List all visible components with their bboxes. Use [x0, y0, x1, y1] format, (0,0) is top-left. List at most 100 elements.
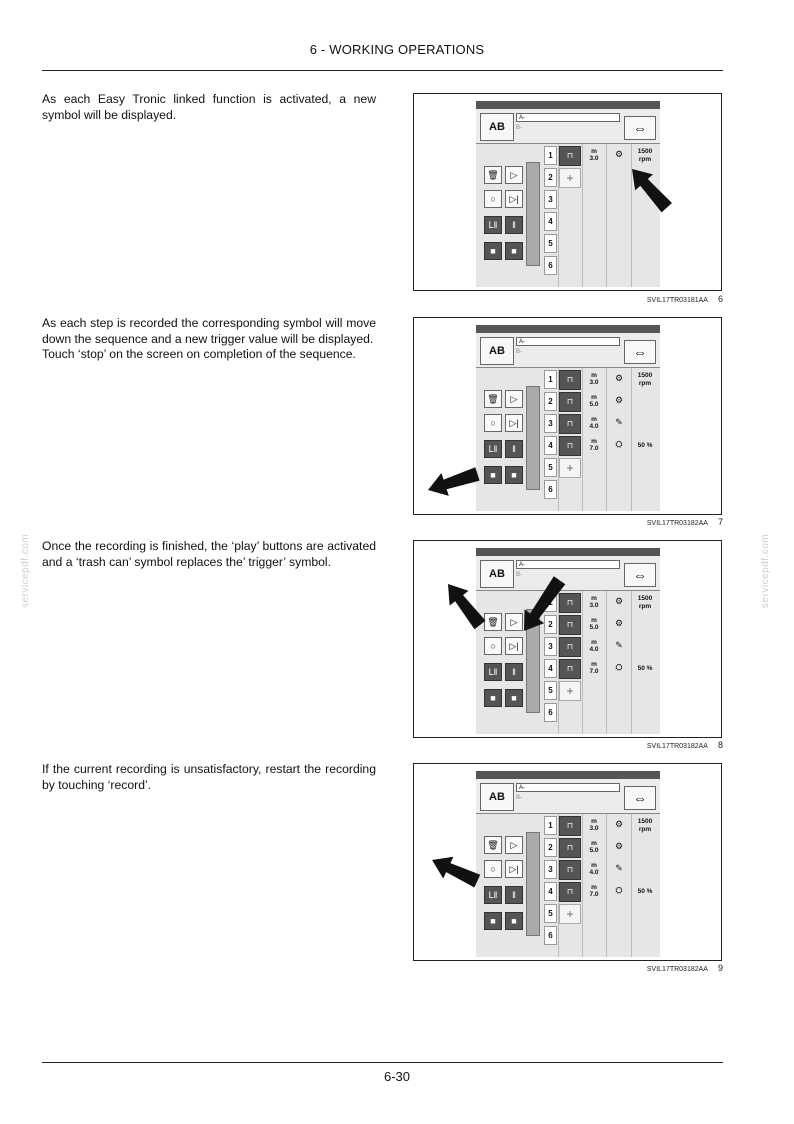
sequence-a-field[interactable]: A- — [516, 560, 620, 569]
sequence-a-field[interactable]: A- — [516, 113, 620, 122]
step-function-cell[interactable]: ⊓ — [559, 146, 581, 166]
hitch-button[interactable]: L‖ — [484, 886, 502, 904]
switch-sequence-button[interactable]: ⇔ — [624, 563, 656, 587]
step_play-button[interactable]: ▷| — [505, 637, 523, 655]
ab-sequence-button[interactable]: AB — [480, 560, 514, 588]
pause-button[interactable]: ‖ — [505, 440, 523, 458]
screen-title-bar — [476, 771, 660, 779]
hitch-button[interactable]: L‖ — [484, 440, 502, 458]
trash-button[interactable]: 🗑 — [484, 613, 502, 631]
rpm-unit: rpm — [638, 156, 652, 163]
pause-button[interactable]: ‖ — [505, 216, 523, 234]
step_play-button[interactable]: ▷| — [505, 414, 523, 432]
step_play-button[interactable]: ▷| — [505, 190, 523, 208]
trigger-icon: ✎ — [607, 417, 631, 428]
header-rule — [42, 70, 723, 71]
record-button[interactable]: ○ — [484, 190, 502, 208]
sequence-scrollbar[interactable] — [526, 386, 540, 490]
column-divider — [582, 591, 583, 734]
step-function-cell[interactable]: ⊓ — [559, 838, 581, 858]
step-function-cell[interactable]: ⊓ — [559, 659, 581, 679]
section-text: As each Easy Tronic linked function is a… — [42, 92, 376, 123]
hitch-icon: ⊓ — [566, 375, 574, 384]
step-number: 3 — [544, 637, 557, 656]
column-divider — [606, 144, 607, 287]
distance-value: 3.0 — [589, 379, 599, 386]
distance-unit: m — [591, 884, 597, 891]
step-function-cell[interactable]: ⊓ — [559, 370, 581, 390]
pause-button[interactable]: ‖ — [505, 663, 523, 681]
ab-sequence-button[interactable]: AB — [480, 783, 514, 811]
hitch-icon: L‖ — [488, 220, 498, 230]
trash-icon: 🗑 — [487, 170, 499, 180]
sequence-scrollbar[interactable] — [526, 162, 540, 266]
add-step-button[interactable]: + — [559, 904, 581, 924]
sequence-b-field[interactable]: B- — [516, 572, 522, 578]
play-button[interactable]: ▷ — [505, 390, 523, 408]
step-function-cell[interactable]: ⊓ — [559, 593, 581, 613]
sequence-b-field[interactable]: B- — [516, 349, 522, 355]
stop-button[interactable]: ■ — [505, 912, 523, 930]
ab-sequence-button[interactable]: AB — [480, 337, 514, 365]
ab-sequence-button[interactable]: AB — [480, 113, 514, 141]
add-icon: + — [566, 907, 574, 921]
stop-button[interactable]: ■ — [484, 466, 502, 484]
trash-button[interactable]: 🗑 — [484, 166, 502, 184]
stop-icon: ■ — [490, 693, 496, 703]
add-step-button[interactable]: + — [559, 681, 581, 701]
switch-sequence-button[interactable]: ⇔ — [624, 786, 656, 810]
trigger-icon: ⚙ — [607, 373, 631, 384]
trash-button[interactable]: 🗑 — [484, 390, 502, 408]
record-button[interactable]: ○ — [484, 414, 502, 432]
stop-button[interactable]: ■ — [484, 912, 502, 930]
stop-button[interactable]: ■ — [505, 689, 523, 707]
step-function-cell[interactable]: ⊓ — [559, 414, 581, 434]
sequence-b-field[interactable]: B- — [516, 125, 522, 131]
column-divider — [558, 814, 559, 957]
stop-button[interactable]: ■ — [484, 242, 502, 260]
add-step-button[interactable]: + — [559, 168, 581, 188]
step-function-cell[interactable]: ⊓ — [559, 860, 581, 880]
step-function-cell[interactable]: ⊓ — [559, 882, 581, 902]
play-button[interactable]: ▷ — [505, 166, 523, 184]
stop-button[interactable]: ■ — [505, 466, 523, 484]
distance-value: 3.0 — [589, 825, 599, 832]
step-number: 6 — [544, 926, 557, 945]
stop-button[interactable]: ■ — [505, 242, 523, 260]
step-function-cell[interactable]: ⊓ — [559, 615, 581, 635]
record-button[interactable]: ○ — [484, 860, 502, 878]
switch-sequence-button[interactable]: ⇔ — [624, 116, 656, 140]
add-step-button[interactable]: + — [559, 458, 581, 478]
record-button[interactable]: ○ — [484, 637, 502, 655]
step_play-button[interactable]: ▷| — [505, 860, 523, 878]
step-number: 6 — [544, 256, 557, 275]
hitch-button[interactable]: L‖ — [484, 663, 502, 681]
play-button[interactable]: ▷ — [505, 836, 523, 854]
column-divider — [631, 591, 632, 734]
step-function-cell[interactable]: ⊓ — [559, 392, 581, 412]
trash-button[interactable]: 🗑 — [484, 836, 502, 854]
paragraph: As each Easy Tronic linked function is a… — [42, 92, 376, 122]
stop-button[interactable]: ■ — [484, 689, 502, 707]
step-function-cell[interactable]: ⊓ — [559, 816, 581, 836]
screen-title-bar — [476, 325, 660, 333]
watermark-right: servicepdf.com — [760, 533, 771, 608]
step-function-cell[interactable]: ⊓ — [559, 436, 581, 456]
play-button[interactable]: ▷ — [505, 613, 523, 631]
switch-sequence-button[interactable]: ⇔ — [624, 340, 656, 364]
sequence-a-field[interactable]: A- — [516, 783, 620, 792]
hitch-button[interactable]: L‖ — [484, 216, 502, 234]
pause-button[interactable]: ‖ — [505, 886, 523, 904]
hitch-icon: ⛭ — [615, 662, 623, 672]
sequence-a-field[interactable]: A- — [516, 337, 620, 346]
sequence-b-field[interactable]: B- — [516, 795, 522, 801]
sequence-scrollbar[interactable] — [526, 832, 540, 936]
stop-icon: ■ — [511, 916, 517, 926]
pto-icon: ⚙ — [614, 819, 624, 829]
add-icon: + — [566, 171, 574, 185]
step-function-cell[interactable]: ⊓ — [559, 637, 581, 657]
